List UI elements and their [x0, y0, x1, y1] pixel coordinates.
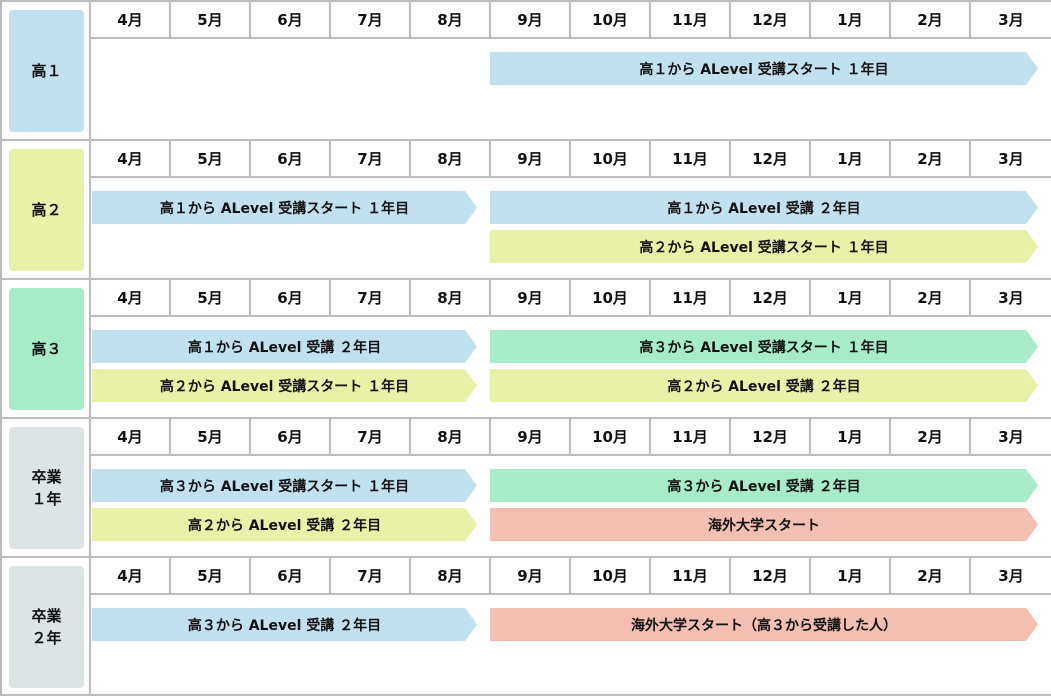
month-cell: 10月 — [571, 141, 651, 176]
month-cell: 4月 — [91, 280, 171, 315]
month-cell: 2月 — [891, 141, 971, 176]
month-cell: 8月 — [411, 141, 491, 176]
grade-label: 卒業 ２年 — [9, 566, 84, 688]
month-cell: 1月 — [811, 280, 891, 315]
grade-column: 卒業 １年 — [0, 419, 91, 556]
month-cell: 6月 — [251, 419, 331, 454]
month-cell: 5月 — [171, 419, 251, 454]
month-cell: 9月 — [491, 141, 571, 176]
month-cell: 11月 — [651, 141, 731, 176]
schedule-bar: 高１から ALevel 受講 ２年目 — [92, 330, 477, 363]
month-cell: 12月 — [731, 419, 811, 454]
month-cell: 2月 — [891, 558, 971, 593]
schedule-bar: 高３から ALevel 受講スタート １年目 — [92, 469, 477, 502]
month-cell: 11月 — [651, 419, 731, 454]
month-cell: 10月 — [571, 419, 651, 454]
month-cell: 8月 — [411, 419, 491, 454]
month-cell: 3月 — [998, 11, 1024, 29]
schedule-bar: 高２から ALevel 受講スタート １年目 — [92, 369, 477, 402]
month-cell: 1月 — [811, 2, 891, 37]
schedule-bar: 高２から ALevel 受講スタート １年目 — [490, 230, 1038, 263]
month-cell: 8月 — [411, 280, 491, 315]
month-cell: 9月 — [491, 2, 571, 37]
schedule-bar: 高３から ALevel 受講 ２年目 — [92, 608, 477, 641]
month-cell: 10月 — [571, 280, 651, 315]
schedule-bar: 海外大学スタート（高３から受講した人） — [490, 608, 1038, 641]
schedule-bar: 海外大学スタート — [490, 508, 1038, 541]
grade-label: 卒業 １年 — [9, 427, 84, 549]
month-cell: 7月 — [331, 141, 411, 176]
month-cell: 6月 — [251, 141, 331, 176]
month-cell: 1月 — [811, 558, 891, 593]
month-cell: 4月 — [91, 419, 171, 454]
month-cell: 8月 — [411, 558, 491, 593]
month-cell: 3月 — [998, 428, 1024, 446]
month-cell: 11月 — [651, 558, 731, 593]
month-cell: 1月 — [811, 419, 891, 454]
month-cell: 2月 — [891, 2, 971, 37]
month-cell: 5月 — [171, 558, 251, 593]
grade-column: 卒業 ２年 — [0, 558, 91, 694]
month-cell: 7月 — [331, 280, 411, 315]
schedule-bar: 高３から ALevel 受講スタート １年目 — [490, 330, 1038, 363]
month-cell: 2月 — [891, 419, 971, 454]
month-cell: 12月 — [731, 141, 811, 176]
grade-label: 高２ — [9, 149, 84, 271]
month-cell: 9月 — [491, 280, 571, 315]
month-cell: 5月 — [171, 280, 251, 315]
month-cell: 9月 — [491, 419, 571, 454]
month-cell: 5月 — [171, 141, 251, 176]
month-cell: 4月 — [91, 2, 171, 37]
grade-column: 高３ — [0, 280, 91, 417]
month-cell: 11月 — [651, 280, 731, 315]
schedule-bar: 高２から ALevel 受講 ２年目 — [490, 369, 1038, 402]
month-cell: 4月 — [91, 141, 171, 176]
month-cell: 4月 — [91, 558, 171, 593]
month-cell: 6月 — [251, 280, 331, 315]
month-cell: 6月 — [251, 558, 331, 593]
schedule-bar: 高３から ALevel 受講 ２年目 — [490, 469, 1038, 502]
month-cell: 2月 — [891, 280, 971, 315]
month-cell: 3月 — [998, 150, 1024, 168]
grade-label: 高１ — [9, 10, 84, 132]
month-cell: 11月 — [651, 2, 731, 37]
month-cell: 10月 — [571, 2, 651, 37]
month-cell: 12月 — [731, 558, 811, 593]
month-cell: 12月 — [731, 280, 811, 315]
schedule-bar: 高２から ALevel 受講 ２年目 — [92, 508, 477, 541]
month-cell: 8月 — [411, 2, 491, 37]
month-cell: 3月 — [998, 289, 1024, 307]
schedule-bar: 高１から ALevel 受講 ２年目 — [490, 191, 1038, 224]
month-cell: 7月 — [331, 419, 411, 454]
month-cell: 12月 — [731, 2, 811, 37]
month-cell: 7月 — [331, 2, 411, 37]
month-cell: 7月 — [331, 558, 411, 593]
month-cell: 6月 — [251, 2, 331, 37]
schedule-bar: 高１から ALevel 受講スタート １年目 — [490, 52, 1038, 85]
month-cell: 1月 — [811, 141, 891, 176]
grade-column: 高２ — [0, 141, 91, 278]
schedule-bar: 高１から ALevel 受講スタート １年目 — [92, 191, 477, 224]
month-cell: 3月 — [998, 567, 1024, 585]
grade-column: 高１ — [0, 2, 91, 139]
month-cell: 9月 — [491, 558, 571, 593]
grade-label: 高３ — [9, 288, 84, 410]
month-cell: 5月 — [171, 2, 251, 37]
month-cell: 10月 — [571, 558, 651, 593]
